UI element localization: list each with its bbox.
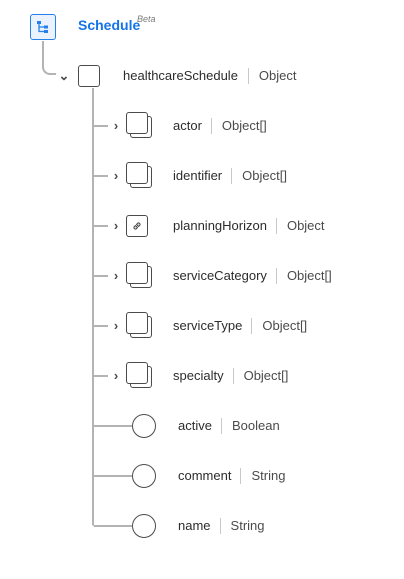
chevron-right-icon[interactable]: › bbox=[113, 368, 119, 383]
field-name[interactable]: specialty bbox=[173, 368, 224, 383]
object-array-icon bbox=[126, 162, 152, 188]
field-type: Object[] bbox=[242, 168, 287, 183]
tree-branch-line bbox=[94, 275, 108, 277]
field-name[interactable]: actor bbox=[173, 118, 202, 133]
field-name[interactable]: planningHorizon bbox=[173, 218, 267, 233]
object-array-icon bbox=[126, 312, 152, 338]
object-array-icon bbox=[126, 112, 152, 138]
field-type: Object bbox=[286, 218, 325, 233]
tree-connector-trunk bbox=[92, 88, 94, 526]
chevron-right-icon[interactable]: › bbox=[113, 268, 119, 283]
chevron-right-icon[interactable]: › bbox=[113, 318, 119, 333]
object-array-icon bbox=[126, 362, 152, 388]
chevron-right-icon[interactable]: › bbox=[113, 168, 119, 183]
chevron-right-icon[interactable]: › bbox=[113, 218, 119, 233]
field-name[interactable]: comment bbox=[178, 468, 232, 483]
field-type: Boolean bbox=[231, 418, 280, 433]
separator bbox=[219, 518, 221, 534]
tree-branch-line bbox=[94, 125, 108, 127]
tree-branch-line bbox=[94, 225, 108, 227]
tree-branch-line bbox=[94, 425, 132, 427]
field-type: Object[] bbox=[221, 118, 267, 133]
separator bbox=[275, 218, 277, 234]
primitive-field-icon bbox=[132, 514, 156, 538]
field-name[interactable]: healthcareSchedule bbox=[123, 68, 238, 83]
field-name[interactable]: serviceCategory bbox=[173, 268, 267, 283]
tree-row-serviceType[interactable]: › serviceType Object[] bbox=[0, 311, 404, 341]
tree-row-specialty[interactable]: › specialty Object[] bbox=[0, 361, 404, 391]
separator bbox=[251, 318, 253, 334]
field-type: Object[] bbox=[262, 318, 308, 333]
schema-tree-icon[interactable] bbox=[30, 14, 56, 40]
tree-row-name[interactable]: name String bbox=[0, 511, 404, 541]
chevron-right-icon[interactable]: › bbox=[113, 118, 119, 133]
object-array-icon bbox=[126, 262, 152, 288]
object-icon bbox=[78, 65, 100, 87]
field-type: String bbox=[230, 518, 265, 533]
tree-row-main[interactable]: ⌄ healthcareSchedule Object bbox=[0, 61, 404, 91]
primitive-field-icon bbox=[132, 464, 156, 488]
tree-connector-root bbox=[42, 41, 56, 75]
field-type: Object[] bbox=[243, 368, 289, 383]
tree-row-serviceCategory[interactable]: › serviceCategory Object[] bbox=[0, 261, 404, 291]
tree-branch-line bbox=[94, 175, 108, 177]
field-name[interactable]: identifier bbox=[173, 168, 223, 183]
tree-row-comment[interactable]: comment String bbox=[0, 461, 404, 491]
separator bbox=[247, 68, 249, 84]
separator bbox=[232, 368, 234, 384]
separator bbox=[231, 168, 233, 184]
tree-row-identifier[interactable]: › identifier Object[] bbox=[0, 161, 404, 191]
beta-badge: Beta bbox=[137, 14, 156, 24]
separator bbox=[220, 418, 222, 434]
separator bbox=[210, 118, 212, 134]
field-type: Object bbox=[258, 68, 297, 83]
separator bbox=[275, 268, 277, 284]
primitive-field-icon bbox=[132, 414, 156, 438]
field-name[interactable]: active bbox=[178, 418, 212, 433]
field-type: String bbox=[251, 468, 286, 483]
tree-branch-line bbox=[94, 475, 132, 477]
field-name[interactable]: serviceType bbox=[173, 318, 243, 333]
chevron-down-icon[interactable]: ⌄ bbox=[58, 68, 70, 83]
tree-branch-line bbox=[94, 375, 108, 377]
tree-row-active[interactable]: active Boolean bbox=[0, 411, 404, 441]
separator bbox=[240, 468, 242, 484]
tree-branch-line bbox=[94, 325, 108, 327]
tree-row-planningHorizon[interactable]: › planningHorizon Object bbox=[0, 211, 404, 241]
tree-row-actor[interactable]: › actor Object[] bbox=[0, 111, 404, 141]
schema-title[interactable]: Schedule bbox=[78, 17, 141, 33]
field-name[interactable]: name bbox=[178, 518, 211, 533]
field-type: Object[] bbox=[286, 268, 332, 283]
link-object-icon bbox=[126, 215, 148, 237]
tree-branch-line bbox=[94, 525, 132, 527]
